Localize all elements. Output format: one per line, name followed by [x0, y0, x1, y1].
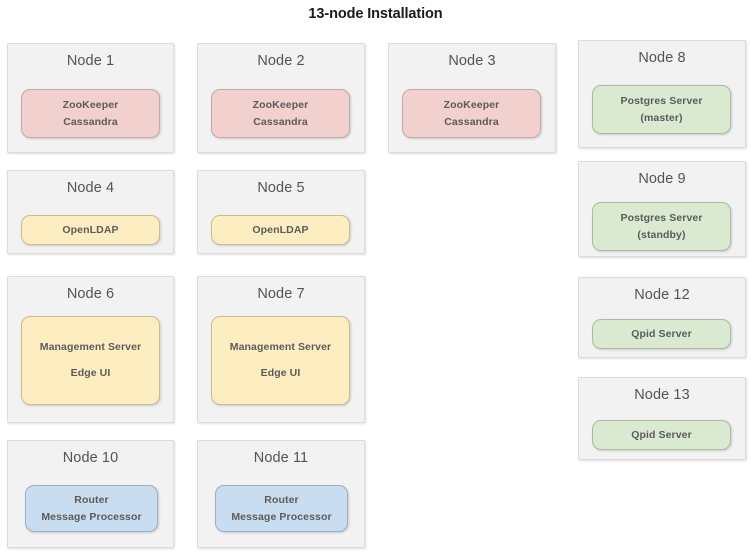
service-box-zookeeper-cassandra[interactable]: ZooKeeper Cassandra	[21, 89, 160, 138]
service-line: (standby)	[637, 228, 686, 241]
service-line: ZooKeeper	[252, 98, 309, 111]
node-card-node-8[interactable]: Node 8 Postgres Server (master)	[578, 40, 746, 148]
node-label: Node 11	[253, 450, 309, 466]
service-box-postgres-standby[interactable]: Postgres Server (standby)	[592, 202, 731, 251]
service-line: Management Server	[39, 341, 142, 353]
service-line: Router	[264, 493, 299, 506]
node-label: Node 6	[66, 286, 115, 302]
service-line: Qpid Server	[631, 428, 692, 441]
node-label: Node 4	[66, 180, 115, 196]
node-card-node-7[interactable]: Node 7 Management Server Edge UI	[197, 276, 365, 423]
node-label: Node 8	[638, 50, 686, 66]
service-line: OpenLDAP	[62, 223, 119, 236]
service-box-router-message-processor[interactable]: Router Message Processor	[25, 485, 158, 532]
node-card-node-2[interactable]: Node 2 ZooKeeper Cassandra	[197, 43, 365, 153]
service-line: Edge UI	[70, 367, 111, 379]
page-title: 13-node Installation	[308, 6, 443, 22]
node-label: Node 7	[257, 286, 305, 302]
service-box-zookeeper-cassandra[interactable]: ZooKeeper Cassandra	[211, 89, 350, 138]
service-line: Cassandra	[444, 115, 499, 128]
node-label: Node 1	[66, 53, 115, 69]
node-card-node-10[interactable]: Node 10 Router Message Processor	[7, 440, 174, 548]
service-line: ZooKeeper	[443, 98, 500, 111]
service-line: Message Processor	[41, 510, 142, 523]
service-line: Qpid Server	[631, 327, 692, 340]
node-label: Node 12	[634, 287, 690, 303]
service-box-openldap[interactable]: OpenLDAP	[211, 215, 350, 245]
node-card-node-12[interactable]: Node 12 Qpid Server	[578, 277, 746, 358]
node-label: Node 3	[448, 53, 496, 69]
service-box-openldap[interactable]: OpenLDAP	[21, 215, 160, 245]
node-label: Node 9	[638, 171, 686, 187]
node-card-node-13[interactable]: Node 13 Qpid Server	[578, 377, 746, 460]
service-line: Message Processor	[231, 510, 332, 523]
node-label: Node 5	[257, 180, 305, 196]
service-box-zookeeper-cassandra[interactable]: ZooKeeper Cassandra	[402, 89, 541, 138]
service-line: ZooKeeper	[62, 98, 119, 111]
service-box-management-server-edge-ui[interactable]: Management Server Edge UI	[21, 316, 160, 405]
node-card-node-1[interactable]: Node 1 ZooKeeper Cassandra	[7, 43, 174, 153]
node-card-node-4[interactable]: Node 4 OpenLDAP	[7, 170, 174, 254]
service-line: Router	[74, 493, 109, 506]
service-line: Edge UI	[260, 367, 301, 379]
service-line: (master)	[640, 111, 683, 124]
node-card-node-5[interactable]: Node 5 OpenLDAP	[197, 170, 365, 254]
service-line: OpenLDAP	[252, 223, 309, 236]
service-line: Postgres Server	[620, 94, 703, 107]
service-line: Cassandra	[63, 115, 118, 128]
node-label: Node 13	[634, 387, 690, 403]
node-card-node-6[interactable]: Node 6 Management Server Edge UI	[7, 276, 174, 423]
node-card-node-11[interactable]: Node 11 Router Message Processor	[197, 440, 365, 548]
service-box-qpid[interactable]: Qpid Server	[592, 420, 731, 450]
service-line: Cassandra	[253, 115, 308, 128]
node-card-node-9[interactable]: Node 9 Postgres Server (standby)	[578, 161, 746, 257]
node-label: Node 10	[62, 450, 119, 466]
service-line: Postgres Server	[620, 211, 703, 224]
service-box-router-message-processor[interactable]: Router Message Processor	[215, 485, 348, 532]
node-label: Node 2	[257, 53, 305, 69]
service-box-qpid[interactable]: Qpid Server	[592, 319, 731, 349]
service-box-management-server-edge-ui[interactable]: Management Server Edge UI	[211, 316, 350, 405]
service-line: Management Server	[229, 341, 332, 353]
service-box-postgres-master[interactable]: Postgres Server (master)	[592, 85, 731, 134]
node-card-node-3[interactable]: Node 3 ZooKeeper Cassandra	[388, 43, 556, 153]
